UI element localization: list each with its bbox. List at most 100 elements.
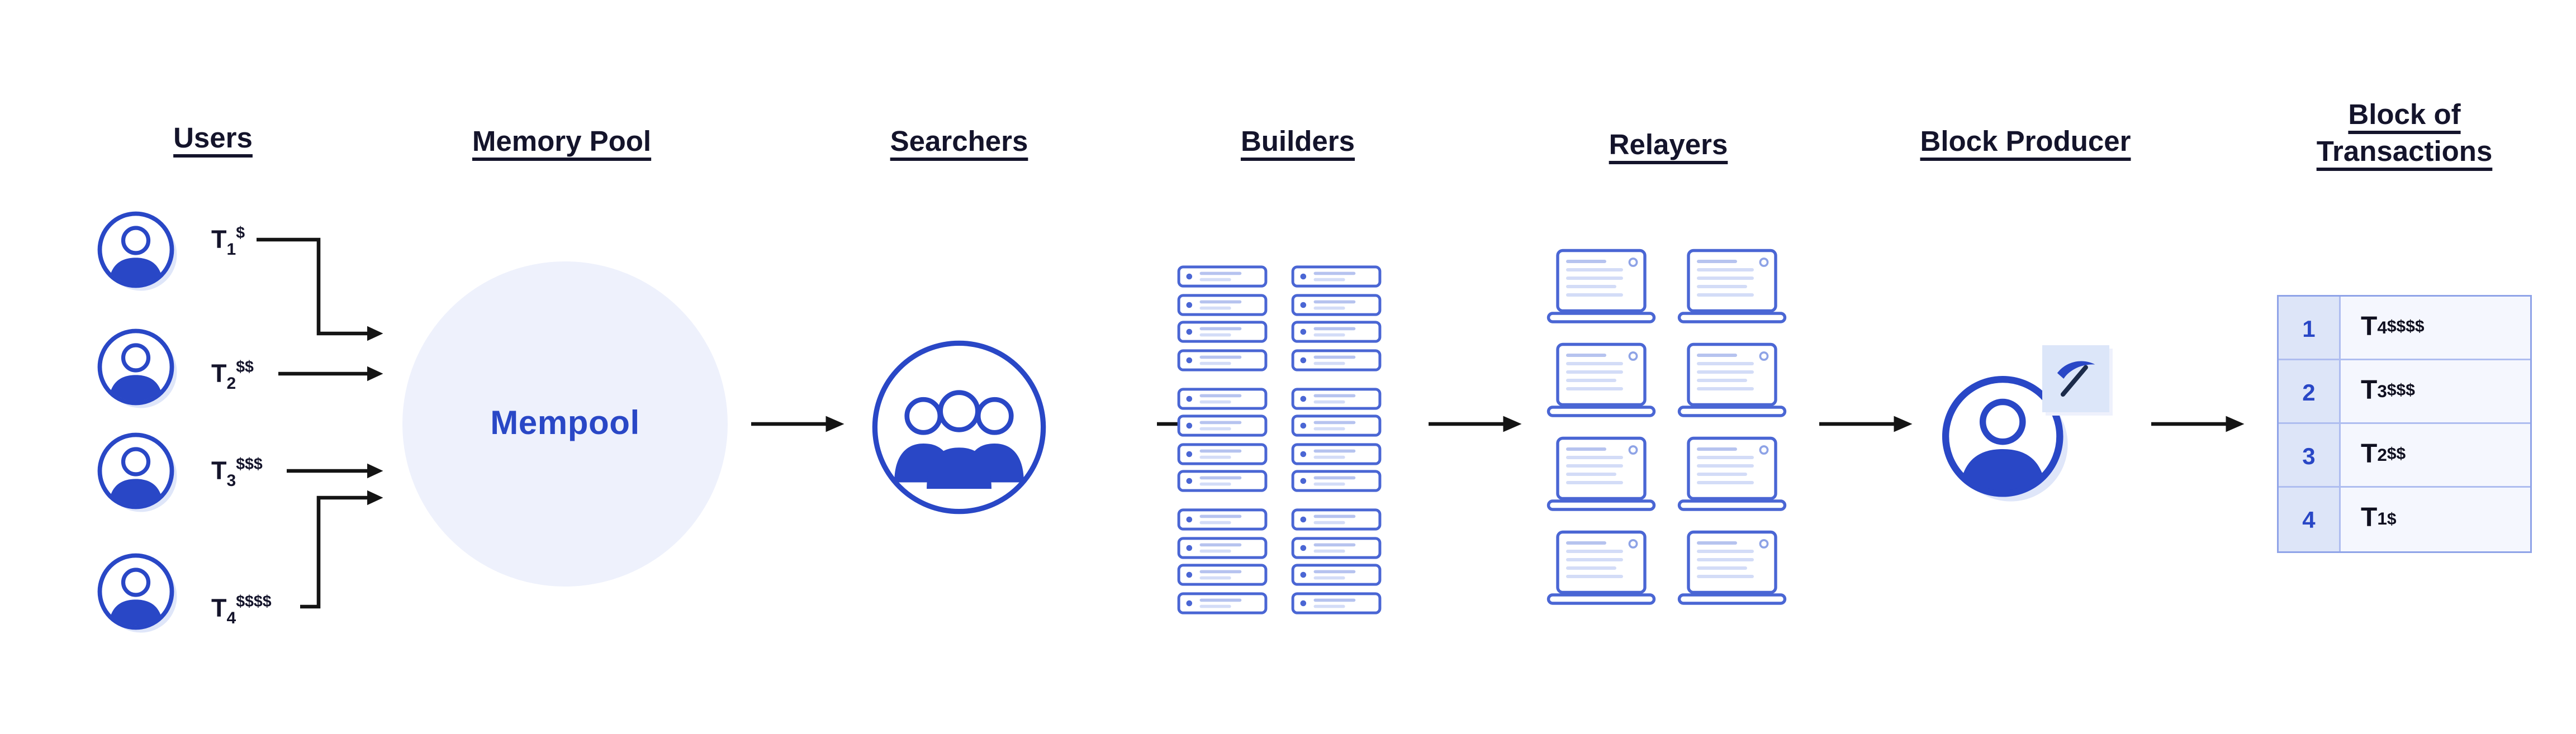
t1-sub: 1 (226, 241, 236, 260)
server-icon (1291, 563, 1382, 587)
t4-sub: 4 (226, 610, 236, 628)
column-header-memory-pool: Memory Pool (472, 124, 651, 161)
block-row-index: 1 (2279, 297, 2341, 359)
server-icon (1177, 293, 1268, 316)
t3-sup: $$$ (236, 456, 263, 474)
header-block-producer-text: Block Producer (1920, 126, 2131, 158)
server-icon (1291, 591, 1382, 614)
user-4-avatar-icon (97, 553, 178, 633)
server-icon (1177, 563, 1268, 587)
server-rack (1291, 265, 1382, 371)
header-searchers-text: Searchers (890, 126, 1028, 158)
server-icon (1177, 320, 1268, 344)
t1-base: T (211, 226, 227, 255)
t1-sup: $ (236, 225, 245, 243)
user-to-mempool-arrows (257, 237, 383, 609)
block-row-index: 3 (2279, 424, 2341, 486)
t2-sub: 2 (226, 375, 236, 394)
arrow-builders-to-relayers-icon (1429, 414, 1522, 434)
user-3-avatar-icon (97, 432, 178, 513)
column-header-searchers: Searchers (890, 124, 1028, 161)
laptop-icon (1546, 530, 1657, 607)
block-row-1-sub: 3 (2377, 381, 2387, 402)
pickaxe-icon (2047, 350, 2104, 407)
server-icon (1177, 508, 1268, 531)
column-header-relayers: Relayers (1609, 127, 1728, 164)
mempool-label: Mempool (490, 404, 640, 442)
laptop-icon (1546, 248, 1657, 325)
builders-cluster (1177, 265, 1382, 614)
block-row-index: 4 (2279, 488, 2341, 551)
header-memory-pool-text: Memory Pool (472, 126, 652, 158)
t2-base: T (211, 360, 227, 389)
t2-sup: $$ (236, 359, 254, 377)
block-row-0-sub: 4 (2377, 317, 2387, 338)
header-block-of-text: Block of (2348, 99, 2461, 131)
server-rack (1291, 387, 1382, 493)
block-row-1-sup: $$$ (2387, 382, 2415, 401)
server-icon (1291, 348, 1382, 371)
server-icon (1177, 414, 1268, 437)
t4-sup: $$$$ (236, 593, 272, 612)
user-1-avatar-icon (97, 211, 178, 292)
server-icon (1177, 387, 1268, 410)
column-header-builders: Builders (1241, 124, 1355, 161)
searchers-group-icon (865, 333, 1053, 521)
column-header-block-producer: Block Producer (1920, 124, 2131, 161)
builder-server-column (1177, 265, 1268, 614)
arrow-mempool-to-searchers-icon (751, 414, 845, 434)
header-builders-text: Builders (1240, 126, 1355, 158)
server-icon (1291, 293, 1382, 316)
builder-server-column (1291, 265, 1382, 614)
server-rack (1291, 508, 1382, 614)
block-row-index: 2 (2279, 360, 2341, 422)
laptop-icon (1677, 342, 1787, 419)
column-header-users: Users (173, 121, 253, 158)
arrow-producer-to-block-icon (2151, 414, 2245, 434)
server-icon (1291, 265, 1382, 288)
server-rack (1177, 265, 1268, 371)
mempool-circle: Mempool (402, 261, 728, 587)
relayers-cluster (1546, 248, 1787, 607)
relayer-laptop-column (1677, 248, 1787, 607)
header-users-text: Users (173, 122, 253, 154)
column-header-block-of-transactions: Block of Transactions (2317, 97, 2493, 171)
block-row-2-sub: 2 (2377, 445, 2387, 465)
transaction-label-t3: T3$$$ (211, 456, 263, 491)
t3-sub: 3 (226, 473, 236, 491)
laptop-icon (1677, 436, 1787, 513)
laptop-icon (1546, 342, 1657, 419)
block-row-0-sup: $$$$ (2387, 318, 2425, 337)
laptop-icon (1677, 530, 1787, 607)
pickaxe-badge (2042, 345, 2109, 412)
transaction-label-t4: T4$$$$ (211, 593, 272, 628)
header-transactions-text: Transactions (2316, 136, 2493, 168)
server-icon (1291, 320, 1382, 344)
transaction-label-t2: T2$$ (211, 359, 254, 394)
laptop-icon (1546, 436, 1657, 513)
user-2-avatar-icon (97, 328, 178, 409)
t3-base: T (211, 457, 227, 486)
server-icon (1177, 265, 1268, 288)
server-icon (1291, 469, 1382, 493)
transaction-label-t1: T1$ (211, 225, 245, 260)
server-icon (1291, 414, 1382, 437)
server-icon (1177, 348, 1268, 371)
server-icon (1291, 442, 1382, 465)
block-row-3-sub: 1 (2377, 509, 2387, 530)
relayer-laptop-column (1546, 248, 1657, 607)
server-icon (1177, 536, 1268, 559)
laptop-icon (1677, 248, 1787, 325)
header-relayers-text: Relayers (1609, 129, 1728, 161)
server-icon (1291, 536, 1382, 559)
